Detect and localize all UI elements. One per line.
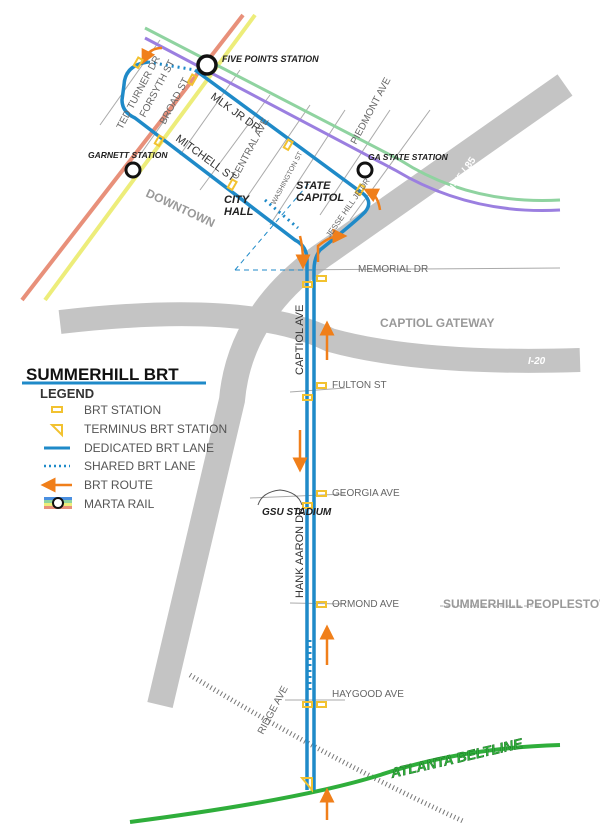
- brt-stations: [132, 56, 366, 793]
- gsu-stadium-label: GSU STADIUM: [262, 507, 332, 518]
- street-mitchell: MITCHELL ST: [173, 133, 238, 185]
- i20-label: I-20: [528, 356, 546, 367]
- legend-shared-lane: SHARED BRT LANE: [84, 459, 196, 473]
- atlanta-beltline-label: ATLANTA BELTLINE: [388, 735, 525, 781]
- street-ormond: ORMOND AVE: [332, 599, 399, 610]
- garnett-station[interactable]: GARNETT STATION: [88, 150, 168, 179]
- street-fulton: FULTON ST: [332, 380, 387, 391]
- brt-route-arrows: [141, 46, 382, 820]
- area-capitol-gateway: CAPTIOL GATEWAY: [380, 316, 494, 330]
- marta-rail-yellow: [43, 13, 257, 302]
- area-downtown: DOWNTOWN: [144, 186, 217, 230]
- street-haygood: HAYGOOD AVE: [332, 689, 404, 700]
- street-capitol-ave: CAPTIOL AVE: [294, 305, 306, 375]
- legend-dedicated-lane: DEDICATED BRT LANE: [84, 441, 214, 455]
- i20-highway: [58, 302, 581, 373]
- street-ridge: RIDGE AVE: [256, 684, 291, 736]
- street-hank-aaron: HANK AARON DR: [294, 507, 306, 598]
- legend-terminus: TERMINUS BRT STATION: [84, 422, 227, 436]
- legend-marta-rail: MARTA RAIL: [84, 497, 155, 511]
- legend-heading: LEGEND: [40, 386, 94, 401]
- street-piedmont: PIEDMONT AVE: [349, 76, 394, 147]
- five-points-station[interactable]: FIVE POINTS STATION: [196, 54, 319, 76]
- legend-brt-station: BRT STATION: [84, 403, 161, 417]
- railroad: [188, 672, 467, 825]
- beltline-trail: [129, 743, 561, 824]
- svg-text:GARNETT STATION: GARNETT STATION: [88, 150, 168, 160]
- svg-text:FIVE POINTS STATION: FIVE POINTS STATION: [222, 54, 319, 64]
- ga-state-station[interactable]: GA STATE STATION: [356, 152, 449, 179]
- shared-brt-lane: [147, 60, 312, 690]
- marta-rail-green: [144, 26, 561, 202]
- svg-text:GA STATE STATION: GA STATE STATION: [368, 152, 449, 162]
- legend-title: SUMMERHILL BRT: [26, 365, 179, 384]
- street-georgia: GEORGIA AVE: [332, 488, 400, 499]
- legend-brt-route: BRT ROUTE: [84, 478, 153, 492]
- legend: SUMMERHILL BRT LEGEND BRT STATION TERMIN…: [22, 365, 227, 511]
- marta-rail-purple: [144, 36, 561, 212]
- street-memorial: MEMORIAL DR: [358, 264, 428, 275]
- area-summerhill-peoplestown: SUMMERHILL PEOPLESTOWN: [443, 597, 600, 611]
